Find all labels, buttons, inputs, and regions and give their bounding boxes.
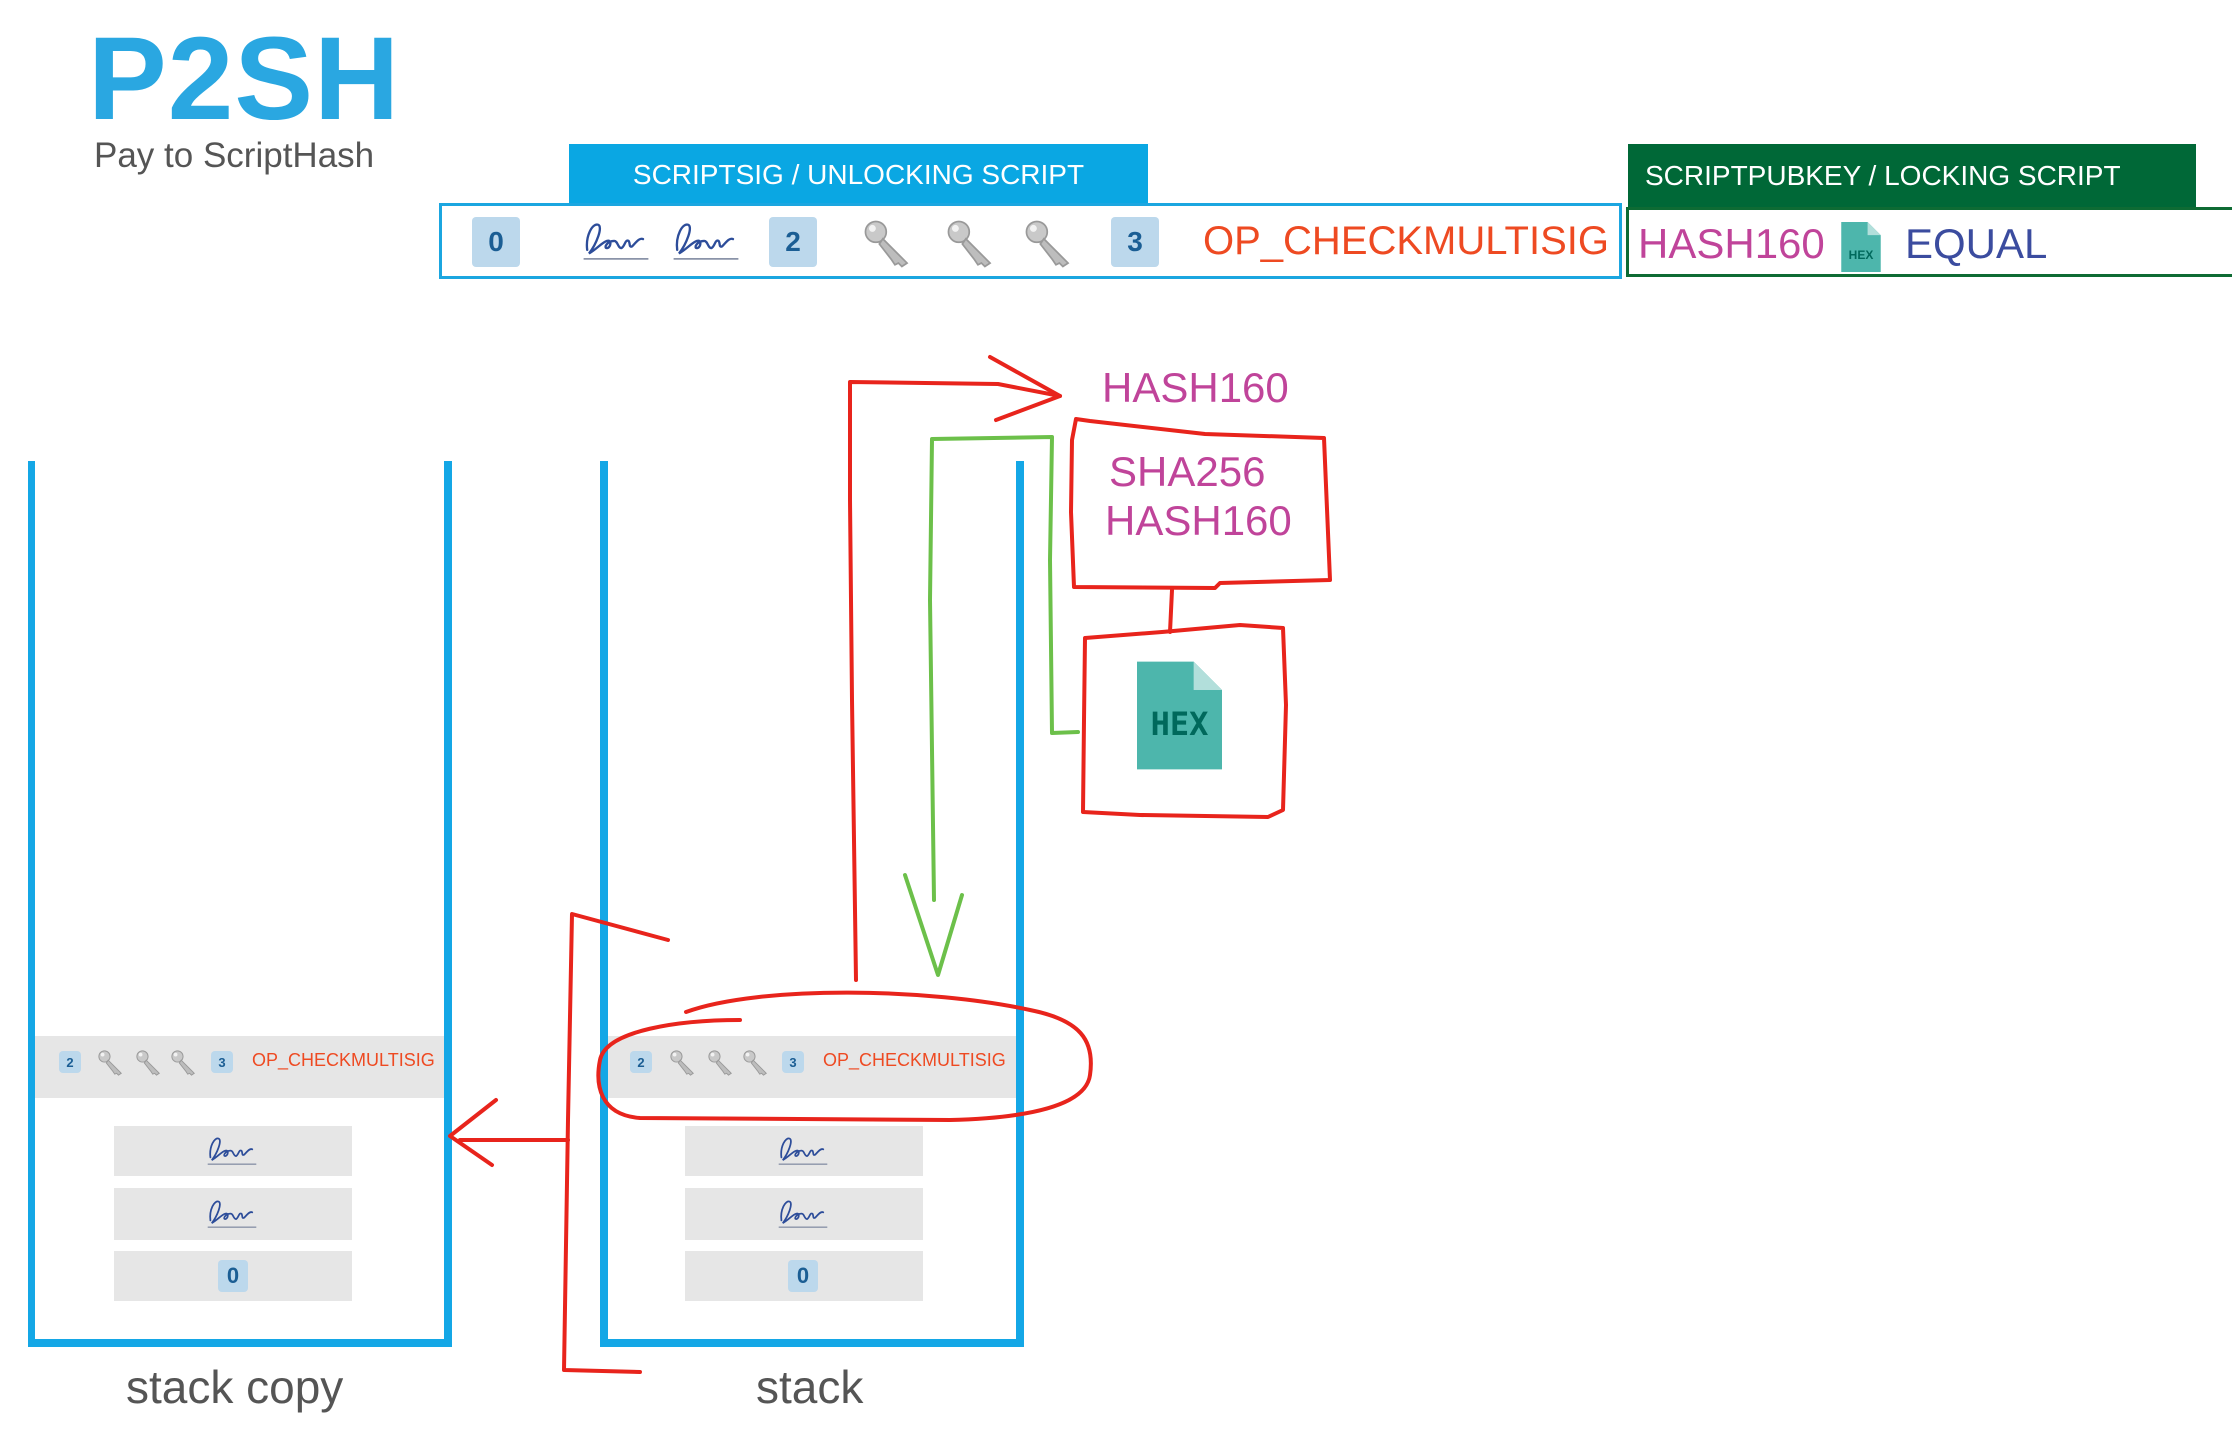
stack-label: stack: [756, 1361, 864, 1413]
annotation-box-hash-ops: [1069, 417, 1332, 590]
annotation-green-line: [928, 435, 1080, 902]
annotation-arrowhead-up: [988, 355, 1062, 422]
op-hash160-label: HASH160: [1102, 364, 1289, 411]
hex-file-icon: HEX: [1841, 222, 1881, 272]
stack-copy-signature-slot: [114, 1188, 352, 1240]
stack-copy-signature-slot: [114, 1126, 352, 1176]
stack-right-wall: [1016, 461, 1024, 1346]
scriptpubkey-op-equal: EQUAL: [1905, 220, 2048, 267]
stack-copy-left-wall: [28, 461, 35, 1346]
stack-redeem-script: [608, 1036, 1016, 1098]
stack-copy-zero: 0: [218, 1260, 248, 1292]
hex-file-label: HEX: [1150, 705, 1209, 743]
stack-copy-bottom: [28, 1339, 452, 1347]
annotation-circle-redeem-script: [596, 990, 1093, 1122]
stack-zero: 0: [788, 1260, 818, 1292]
stack-copy-right-wall: [444, 461, 452, 1346]
hex-file-icon: HEX: [1137, 660, 1222, 771]
annotation-box-hex: [1081, 623, 1288, 819]
annotation-connector: [1168, 588, 1174, 634]
annotation-arrow-up: [848, 380, 1062, 982]
stack-signature-slot: [685, 1188, 923, 1240]
scriptpubkey-header: SCRIPTPUBKEY / LOCKING SCRIPT: [1628, 144, 2196, 207]
stack-copy-n-total: 3: [211, 1051, 233, 1073]
page-title: P2SH: [88, 13, 401, 145]
stack-n-required: 2: [630, 1051, 652, 1073]
hex-file-label: HEX: [1848, 248, 1874, 262]
op-hash160-inner-label: HASH160: [1105, 497, 1292, 544]
scriptpubkey-bar: [1626, 207, 2232, 277]
stack-copy-label: stack copy: [126, 1361, 344, 1413]
scriptsig-header: SCRIPTSIG / UNLOCKING SCRIPT: [569, 144, 1148, 205]
scriptsig-n-required: 2: [769, 217, 817, 267]
annotation-arrowhead-copy: [448, 1098, 498, 1167]
annotation-bracket: [562, 912, 670, 1374]
stack-bottom: [600, 1339, 1024, 1347]
stack-op-checkmultisig: OP_CHECKMULTISIG: [823, 1050, 1006, 1070]
stack-copy-redeem-script: [35, 1036, 444, 1098]
stack-n-total: 3: [782, 1051, 804, 1073]
stack-signature-slot: [685, 1126, 923, 1176]
stack-copy-op-checkmultisig: OP_CHECKMULTISIG: [252, 1050, 435, 1070]
scriptsig-op-checkmultisig: OP_CHECKMULTISIG: [1203, 219, 1609, 263]
scriptsig-zero: 0: [472, 217, 520, 267]
page-subtitle: Pay to ScriptHash: [94, 136, 375, 175]
op-sha256-label: SHA256: [1109, 448, 1266, 495]
annotation-green-arrowhead: [903, 873, 964, 977]
scriptpubkey-op-hash160: HASH160: [1638, 220, 1825, 267]
stack-left-wall: [600, 461, 608, 1346]
scriptsig-n-total: 3: [1111, 217, 1159, 267]
scriptsig-bar: [439, 203, 1622, 279]
stack-copy-n-required: 2: [59, 1051, 81, 1073]
